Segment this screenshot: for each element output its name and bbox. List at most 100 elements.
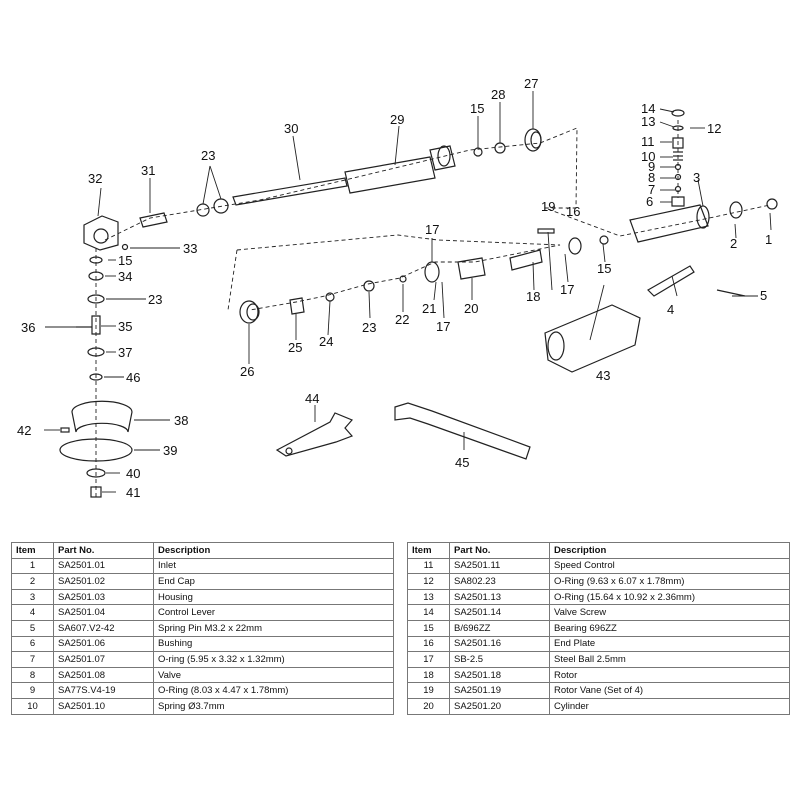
callout-23-middle: 23 <box>362 320 376 335</box>
callout-17-bottom: 17 <box>436 319 450 334</box>
callout-4: 4 <box>667 302 674 317</box>
cell-part-no: SA607.V2-42 <box>53 619 154 637</box>
callout-40: 40 <box>126 466 140 481</box>
callout-5: 5 <box>760 288 767 303</box>
cell-item: 19 <box>407 682 450 699</box>
cell-item: 4 <box>11 604 54 621</box>
cell-item: 2 <box>11 573 54 590</box>
wrench-drawing <box>275 412 354 457</box>
callout-17-top: 17 <box>425 222 439 237</box>
cell-description: End Cap <box>153 573 394 590</box>
cell-part-no: SA2501.11 <box>449 557 550 575</box>
cell-part-no: SA2501.16 <box>449 635 550 653</box>
callout-23-top: 23 <box>201 148 215 163</box>
cell-description: Steel Ball 2.5mm <box>549 651 790 668</box>
cell-description: Spring Pin M3.2 x 22mm <box>153 619 394 637</box>
callout-14: 14 <box>641 101 655 116</box>
callout-42: 42 <box>17 423 31 438</box>
hex-key-drawing <box>394 402 531 460</box>
cell-description: Spring Ø3.7mm <box>153 697 394 715</box>
cell-item: 5 <box>11 619 54 637</box>
cell-part-no: SB-2.5 <box>449 651 550 668</box>
cell-part-no: SA2501.10 <box>53 697 154 715</box>
cell-description: Valve <box>153 666 394 684</box>
callout-13: 13 <box>641 114 655 129</box>
cell-item: 8 <box>11 666 54 684</box>
header-item: Item <box>407 542 450 559</box>
exploded-parts-diagram: 1 2 3 4 5 6 7 8 9 10 11 12 13 14 15 15 1… <box>17 76 778 500</box>
callout-8: 8 <box>648 170 655 185</box>
cell-item: 3 <box>11 588 54 606</box>
callout-33: 33 <box>183 241 197 256</box>
cell-part-no: SA802.23 <box>449 573 550 590</box>
callout-46: 46 <box>126 370 140 385</box>
callout-28: 28 <box>491 87 505 102</box>
cell-part-no: SA2501.13 <box>449 588 550 606</box>
callout-9: 9 <box>648 159 655 174</box>
table-header-row: Item Part No. Description <box>407 542 790 559</box>
cell-description: Inlet <box>153 557 394 575</box>
callout-18: 18 <box>526 289 540 304</box>
cell-part-no: SA2501.04 <box>53 604 154 621</box>
valve-stack-drawing <box>671 109 685 207</box>
callout-3: 3 <box>693 170 700 185</box>
cell-part-no: SA77S.V4-19 <box>53 682 154 699</box>
table-header-row: Item Part No. Description <box>11 542 394 559</box>
callout-36: 36 <box>21 320 35 335</box>
cell-description: End Plate <box>549 635 790 653</box>
callout-41: 41 <box>126 485 140 500</box>
cell-description: Rotor Vane (Set of 4) <box>549 682 790 699</box>
callout-26: 26 <box>240 364 254 379</box>
callout-34: 34 <box>118 269 132 284</box>
cell-item: 20 <box>407 697 450 715</box>
cell-part-no: SA2501.02 <box>53 573 154 590</box>
callout-23-left: 23 <box>148 292 162 307</box>
callout-7: 7 <box>648 182 655 197</box>
cell-item: 17 <box>407 651 450 668</box>
callout-15-right: 15 <box>597 261 611 276</box>
callout-1: 1 <box>765 232 772 247</box>
callout-44: 44 <box>305 391 319 406</box>
cell-item: 9 <box>11 682 54 699</box>
callout-30: 30 <box>284 121 298 136</box>
cell-description: O-Ring (15.64 x 10.92 x 2.36mm) <box>549 588 790 606</box>
callout-24: 24 <box>319 334 333 349</box>
cell-description: Bearing 696ZZ <box>549 619 790 637</box>
cell-description: Rotor <box>549 666 790 684</box>
cell-description: Bushing <box>153 635 394 653</box>
cell-item: 6 <box>11 635 54 653</box>
callout-39: 39 <box>163 443 177 458</box>
cell-part-no: SA2501.19 <box>449 682 550 699</box>
cell-part-no: B/696ZZ <box>449 619 550 637</box>
callout-17-right: 17 <box>560 282 574 297</box>
cell-part-no: SA2501.08 <box>53 666 154 684</box>
spindle-assembly-drawing <box>83 128 542 251</box>
callout-20: 20 <box>464 301 478 316</box>
cell-description: O-Ring (9.63 x 6.07 x 1.78mm) <box>549 573 790 590</box>
callout-43: 43 <box>596 368 610 383</box>
cell-part-no: SA2501.18 <box>449 666 550 684</box>
callout-12: 12 <box>707 121 721 136</box>
cell-item: 7 <box>11 651 54 668</box>
header-description: Description <box>153 542 394 559</box>
callout-22: 22 <box>395 312 409 327</box>
cell-part-no: SA2501.07 <box>53 651 154 668</box>
cell-description: O-Ring (8.03 x 4.47 x 1.78mm) <box>153 682 394 699</box>
cell-item: 15 <box>407 619 450 637</box>
cell-item: 1 <box>11 557 54 575</box>
